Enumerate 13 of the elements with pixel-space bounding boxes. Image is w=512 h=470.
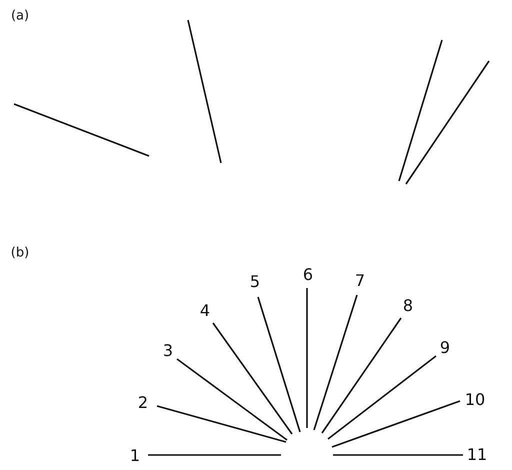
- ray-number: 1: [130, 448, 140, 464]
- ray-number: 5: [250, 274, 260, 290]
- ray-number: 6: [302, 267, 314, 283]
- ray-number: 10: [464, 392, 486, 408]
- ray-number: 7: [354, 273, 366, 289]
- ray-number: 2: [138, 395, 148, 411]
- panel-label: (b): [10, 246, 30, 260]
- ray-number: 4: [200, 303, 210, 319]
- ray-number: 3: [162, 343, 174, 359]
- ray-number: 9: [440, 340, 450, 356]
- ray-number: 11: [466, 447, 488, 463]
- ray-number: 8: [402, 298, 414, 314]
- panel-label: (a): [10, 10, 30, 22]
